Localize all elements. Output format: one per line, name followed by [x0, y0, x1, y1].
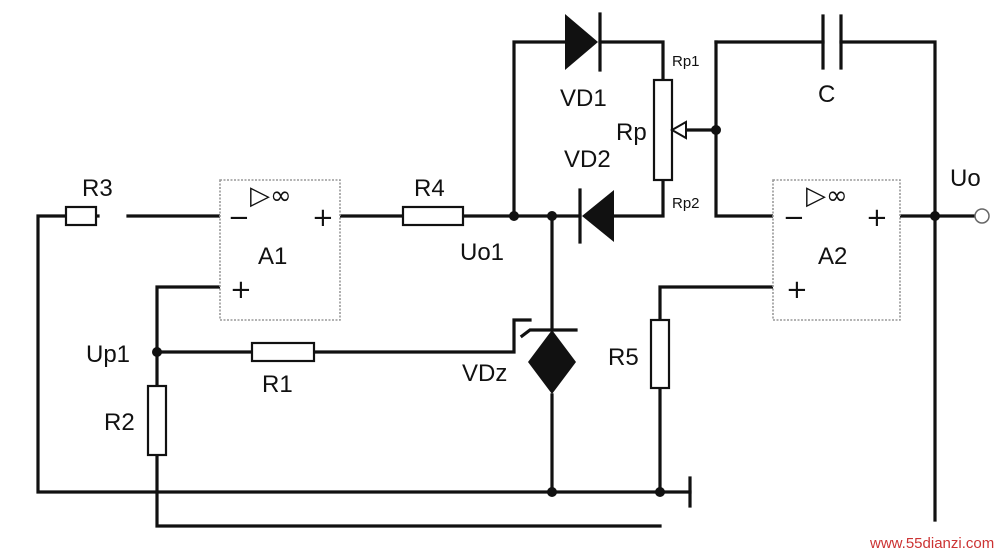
- watermark: www.55dianzi.com: [869, 535, 994, 552]
- zener-vdz-bar: [519, 328, 578, 339]
- resistor-r4: [401, 205, 465, 227]
- opamp-a2: [772, 179, 901, 321]
- opamp-a1-body: [219, 179, 341, 321]
- labels: R3 R4 R1 R2 R5 A1 A2 VD1 VD2 VDz C Rp Rp…: [82, 53, 994, 552]
- potentiometer-rp: [652, 78, 674, 182]
- junction-rp-wiper: [711, 125, 721, 135]
- wire-vd1-to-rp1: [598, 40, 665, 82]
- wire-vd2-to-rp2: [612, 178, 665, 218]
- label-uo: Uo: [950, 165, 981, 192]
- output-terminal: [974, 208, 990, 224]
- diode-vd2-triangle: [582, 190, 614, 242]
- wires: [36, 40, 977, 528]
- wire-vd1-loop: [512, 40, 567, 218]
- opamp-a2-plus: +: [786, 275, 808, 305]
- zener-vdz-lower: [528, 362, 576, 394]
- label-r3: R3: [82, 175, 113, 202]
- label-r5: R5: [608, 344, 639, 371]
- opamp-a1-out-plus: +: [312, 203, 334, 233]
- label-rp1: Rp1: [672, 53, 700, 70]
- junctions: [152, 125, 990, 497]
- junction-uo1: [509, 211, 519, 221]
- wire-a1-noninverting: [155, 285, 224, 388]
- opamp-a1-plus: +: [230, 275, 252, 305]
- label-vd2: VD2: [564, 146, 611, 173]
- label-uo1: Uo1: [460, 239, 504, 266]
- label-a1: A1: [258, 243, 287, 270]
- label-up1: Up1: [86, 341, 130, 368]
- label-c: C: [818, 81, 835, 108]
- wire-r2-bottom: [155, 453, 662, 528]
- label-r2: R2: [104, 409, 135, 436]
- resistor-r5: [649, 318, 671, 390]
- wire-cap-right: [839, 40, 937, 218]
- diodes: [519, 12, 614, 394]
- junction-uo: [930, 211, 940, 221]
- junction-up1: [152, 347, 162, 357]
- label-r4: R4: [414, 175, 445, 202]
- label-vdz: VDz: [462, 360, 507, 387]
- wire-r1-to-vdz: [312, 318, 532, 354]
- resistor-r2: [146, 384, 168, 457]
- opamp-a2-symbol: ▷∞: [806, 181, 848, 211]
- capacitor-c: [821, 14, 843, 70]
- label-a2: A2: [818, 243, 847, 270]
- junction-ground-r5: [655, 487, 665, 497]
- resistor-r3: [64, 205, 98, 227]
- resistors: [64, 78, 687, 457]
- opamp-a2-minus: −: [783, 203, 805, 233]
- potentiometer-wiper-arrow: [669, 120, 687, 140]
- zener-vdz-upper: [528, 330, 576, 362]
- opamp-a1: [219, 179, 341, 321]
- junction-vdz-top: [547, 211, 557, 221]
- opamp-a2-body: [772, 179, 901, 321]
- wire-a2-noninverting: [658, 285, 777, 322]
- junction-ground-vdz: [547, 487, 557, 497]
- wire-r3-left-return: [36, 214, 692, 494]
- wire-a2-inverting: [714, 40, 777, 218]
- label-rp2: Rp2: [672, 195, 700, 212]
- opamp-a1-minus: −: [228, 203, 250, 233]
- label-rp: Rp: [616, 119, 647, 146]
- resistor-r1: [250, 341, 316, 363]
- label-vd1: VD1: [560, 85, 607, 112]
- diode-vd1-triangle: [565, 14, 598, 70]
- opamp-a2-out-plus: +: [866, 203, 888, 233]
- opamp-a1-symbol: ▷∞: [250, 181, 292, 211]
- label-r1: R1: [262, 371, 293, 398]
